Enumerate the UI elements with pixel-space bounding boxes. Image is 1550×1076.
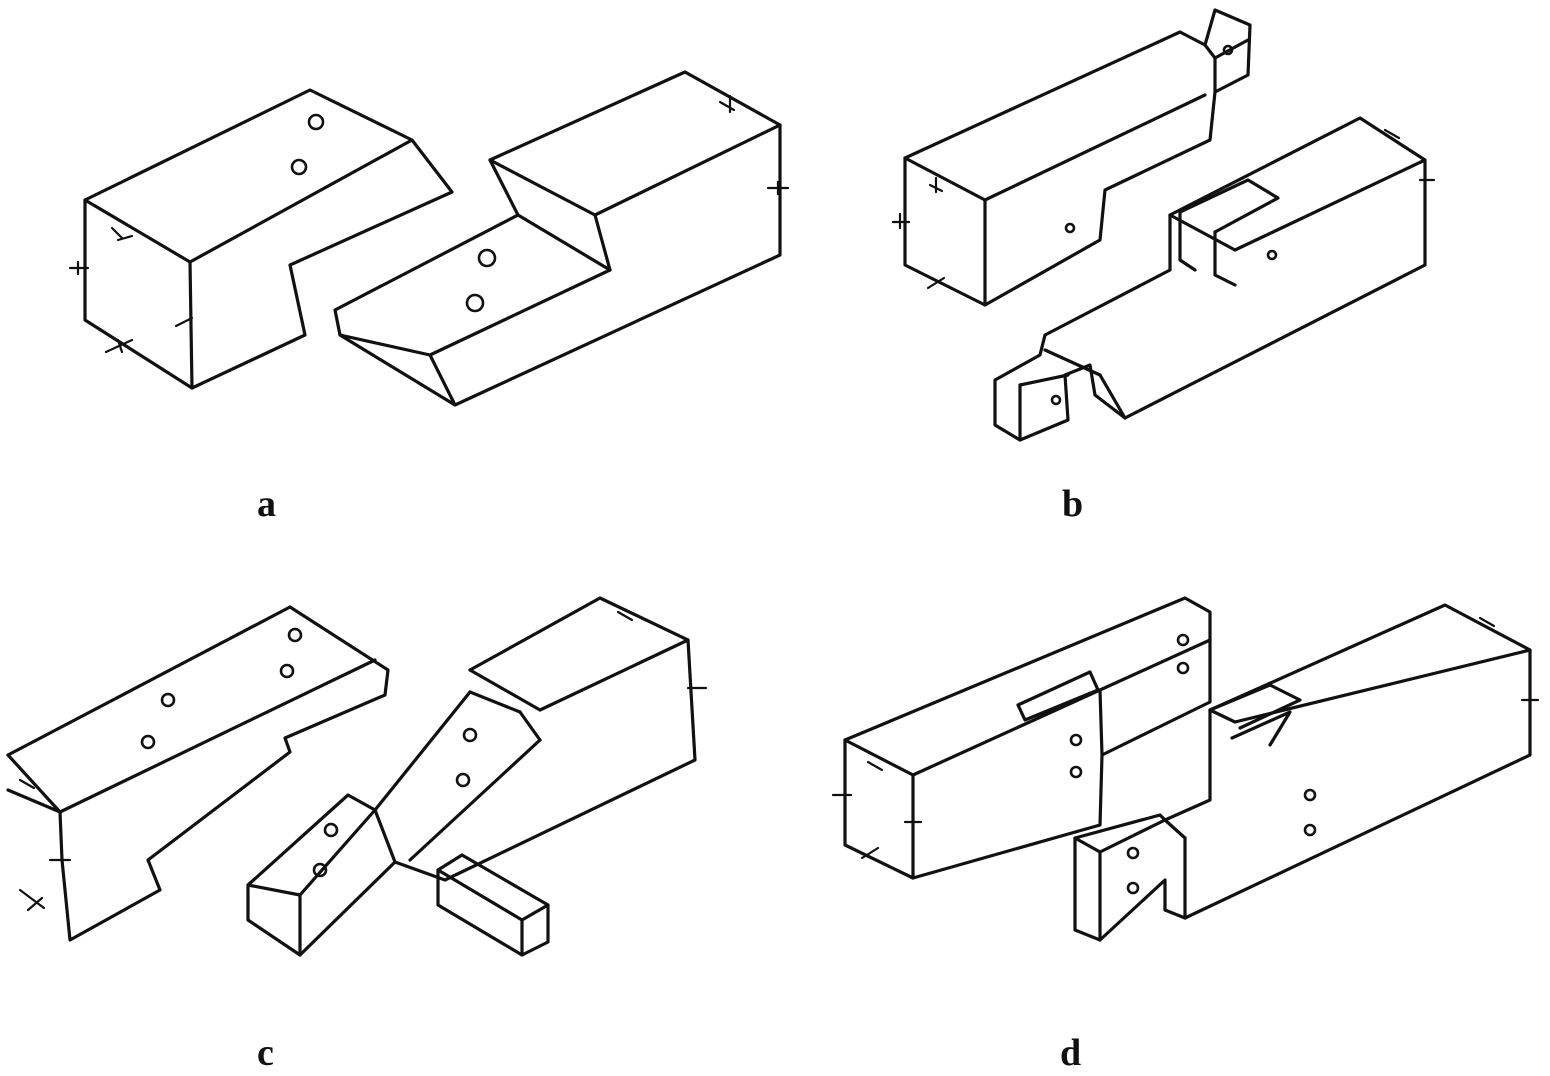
right-beam-a-holes	[465, 248, 497, 313]
panel-label-b: b	[1062, 483, 1084, 525]
lower-beam-b-holes	[1050, 249, 1278, 406]
left-beam-d-holes	[1069, 633, 1190, 779]
left-beam-c	[6, 605, 390, 942]
joint-diagram-c	[6, 596, 708, 957]
right-beam-d-holes	[1126, 788, 1317, 895]
right-beam-a	[333, 70, 790, 407]
lower-beam-b	[993, 116, 1436, 442]
panel-label-c: c	[257, 1032, 274, 1074]
key-block-c	[436, 853, 550, 957]
joint-diagram-b	[891, 8, 1436, 442]
panel-label-a: a	[257, 483, 276, 525]
left-beam-c-holes	[140, 627, 303, 750]
right-beam-d	[1073, 603, 1540, 942]
upper-beam-b-holes	[1064, 44, 1234, 234]
upper-beam-b	[891, 8, 1252, 307]
right-beam-c	[246, 596, 708, 957]
left-beam-d	[831, 596, 1212, 880]
right-beam-c-holes	[312, 727, 478, 878]
joint-diagram-a	[68, 70, 790, 407]
panel-label-d: d	[1060, 1032, 1082, 1074]
left-beam-a-holes	[290, 113, 325, 176]
left-beam-a	[68, 88, 454, 390]
joint-diagram-d	[831, 596, 1540, 942]
